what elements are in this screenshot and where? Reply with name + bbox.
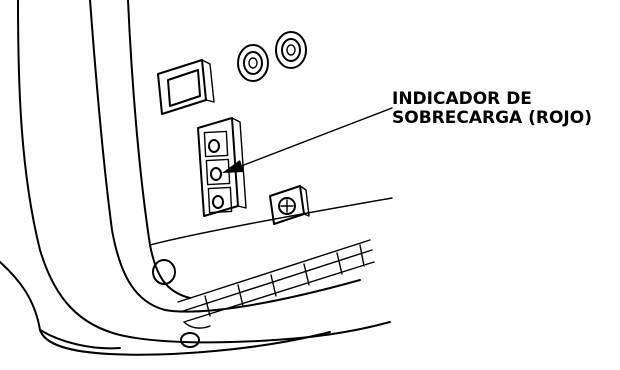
arrow-head: [222, 160, 244, 173]
feet: [152, 259, 200, 348]
round-connectors: [237, 31, 307, 82]
callout-label-line1: INDICADOR DE: [392, 89, 532, 109]
vent-grille: [177, 239, 375, 329]
indicator-panel: [197, 117, 247, 217]
adjustment-screw: [269, 185, 310, 225]
indicator-lamp-bottom: [212, 195, 224, 209]
indicator-lamp-overload: [210, 167, 222, 181]
projector-housing: [0, 0, 393, 356]
callout-label-line2: SOBRECARGA (ROJO): [392, 108, 592, 128]
callout-arrow: [222, 107, 393, 173]
power-switch: [157, 59, 215, 115]
indicator-lamp-top: [208, 139, 220, 153]
